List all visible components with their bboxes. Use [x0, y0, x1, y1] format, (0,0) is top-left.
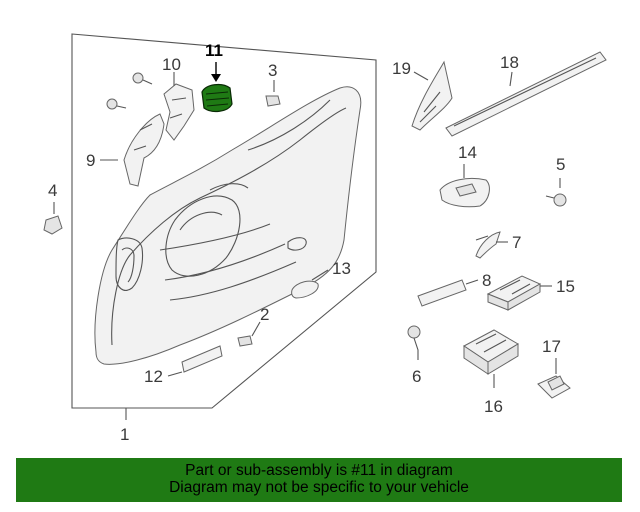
assembly-frame [71, 33, 377, 409]
callout-17: 17 [542, 337, 561, 356]
banner-line-2: Diagram may not be specific to your vehi… [169, 479, 469, 496]
callout-2: 2 [260, 305, 269, 324]
part-16-switch-block [463, 329, 519, 388]
callout-10: 10 [162, 55, 181, 74]
part-9-bracket [123, 113, 165, 187]
screw-middle [106, 98, 127, 110]
callout-12: 12 [144, 367, 163, 386]
callout-3: 3 [268, 61, 277, 80]
callout-15: 15 [556, 277, 575, 296]
part-6-bolt [407, 325, 421, 360]
callout-11: 11 [205, 41, 223, 60]
callout-19: 19 [392, 59, 411, 78]
callout-6: 6 [412, 367, 421, 386]
part-5-screw [545, 178, 567, 207]
callout-9: 9 [86, 151, 95, 170]
part-2-screw [237, 321, 261, 347]
callout-1: 1 [120, 425, 129, 444]
part-19-corner [411, 60, 453, 131]
callout-18: 18 [500, 53, 519, 72]
part-8-bezel [417, 279, 479, 307]
part-7-trim [475, 231, 508, 259]
callout-16: 16 [484, 397, 503, 416]
part-10-bracket [163, 83, 195, 141]
callout-5: 5 [556, 155, 565, 174]
part-13-cover [291, 269, 329, 299]
callout-4: 4 [48, 181, 57, 200]
part-12-reflector [167, 345, 223, 377]
screw-upper [132, 72, 153, 85]
part-4-clip [43, 202, 63, 235]
banner-line-1: Part or sub-assembly is #11 in diagram [185, 462, 453, 479]
callout-8: 8 [482, 271, 491, 290]
part-11-highlighted [201, 62, 233, 113]
part-3-screw [265, 80, 281, 107]
part-14-switch-panel [439, 164, 490, 208]
callout-13: 13 [332, 259, 351, 278]
door-trim-panel [94, 86, 362, 365]
part-17-switch [537, 358, 571, 399]
info-banner: Part or sub-assembly is #11 in diagram D… [16, 458, 622, 502]
part-18-weatherstrip [445, 51, 607, 137]
callout-7: 7 [512, 233, 521, 252]
callout-14: 14 [458, 143, 477, 162]
part-15-switch [486, 275, 552, 311]
